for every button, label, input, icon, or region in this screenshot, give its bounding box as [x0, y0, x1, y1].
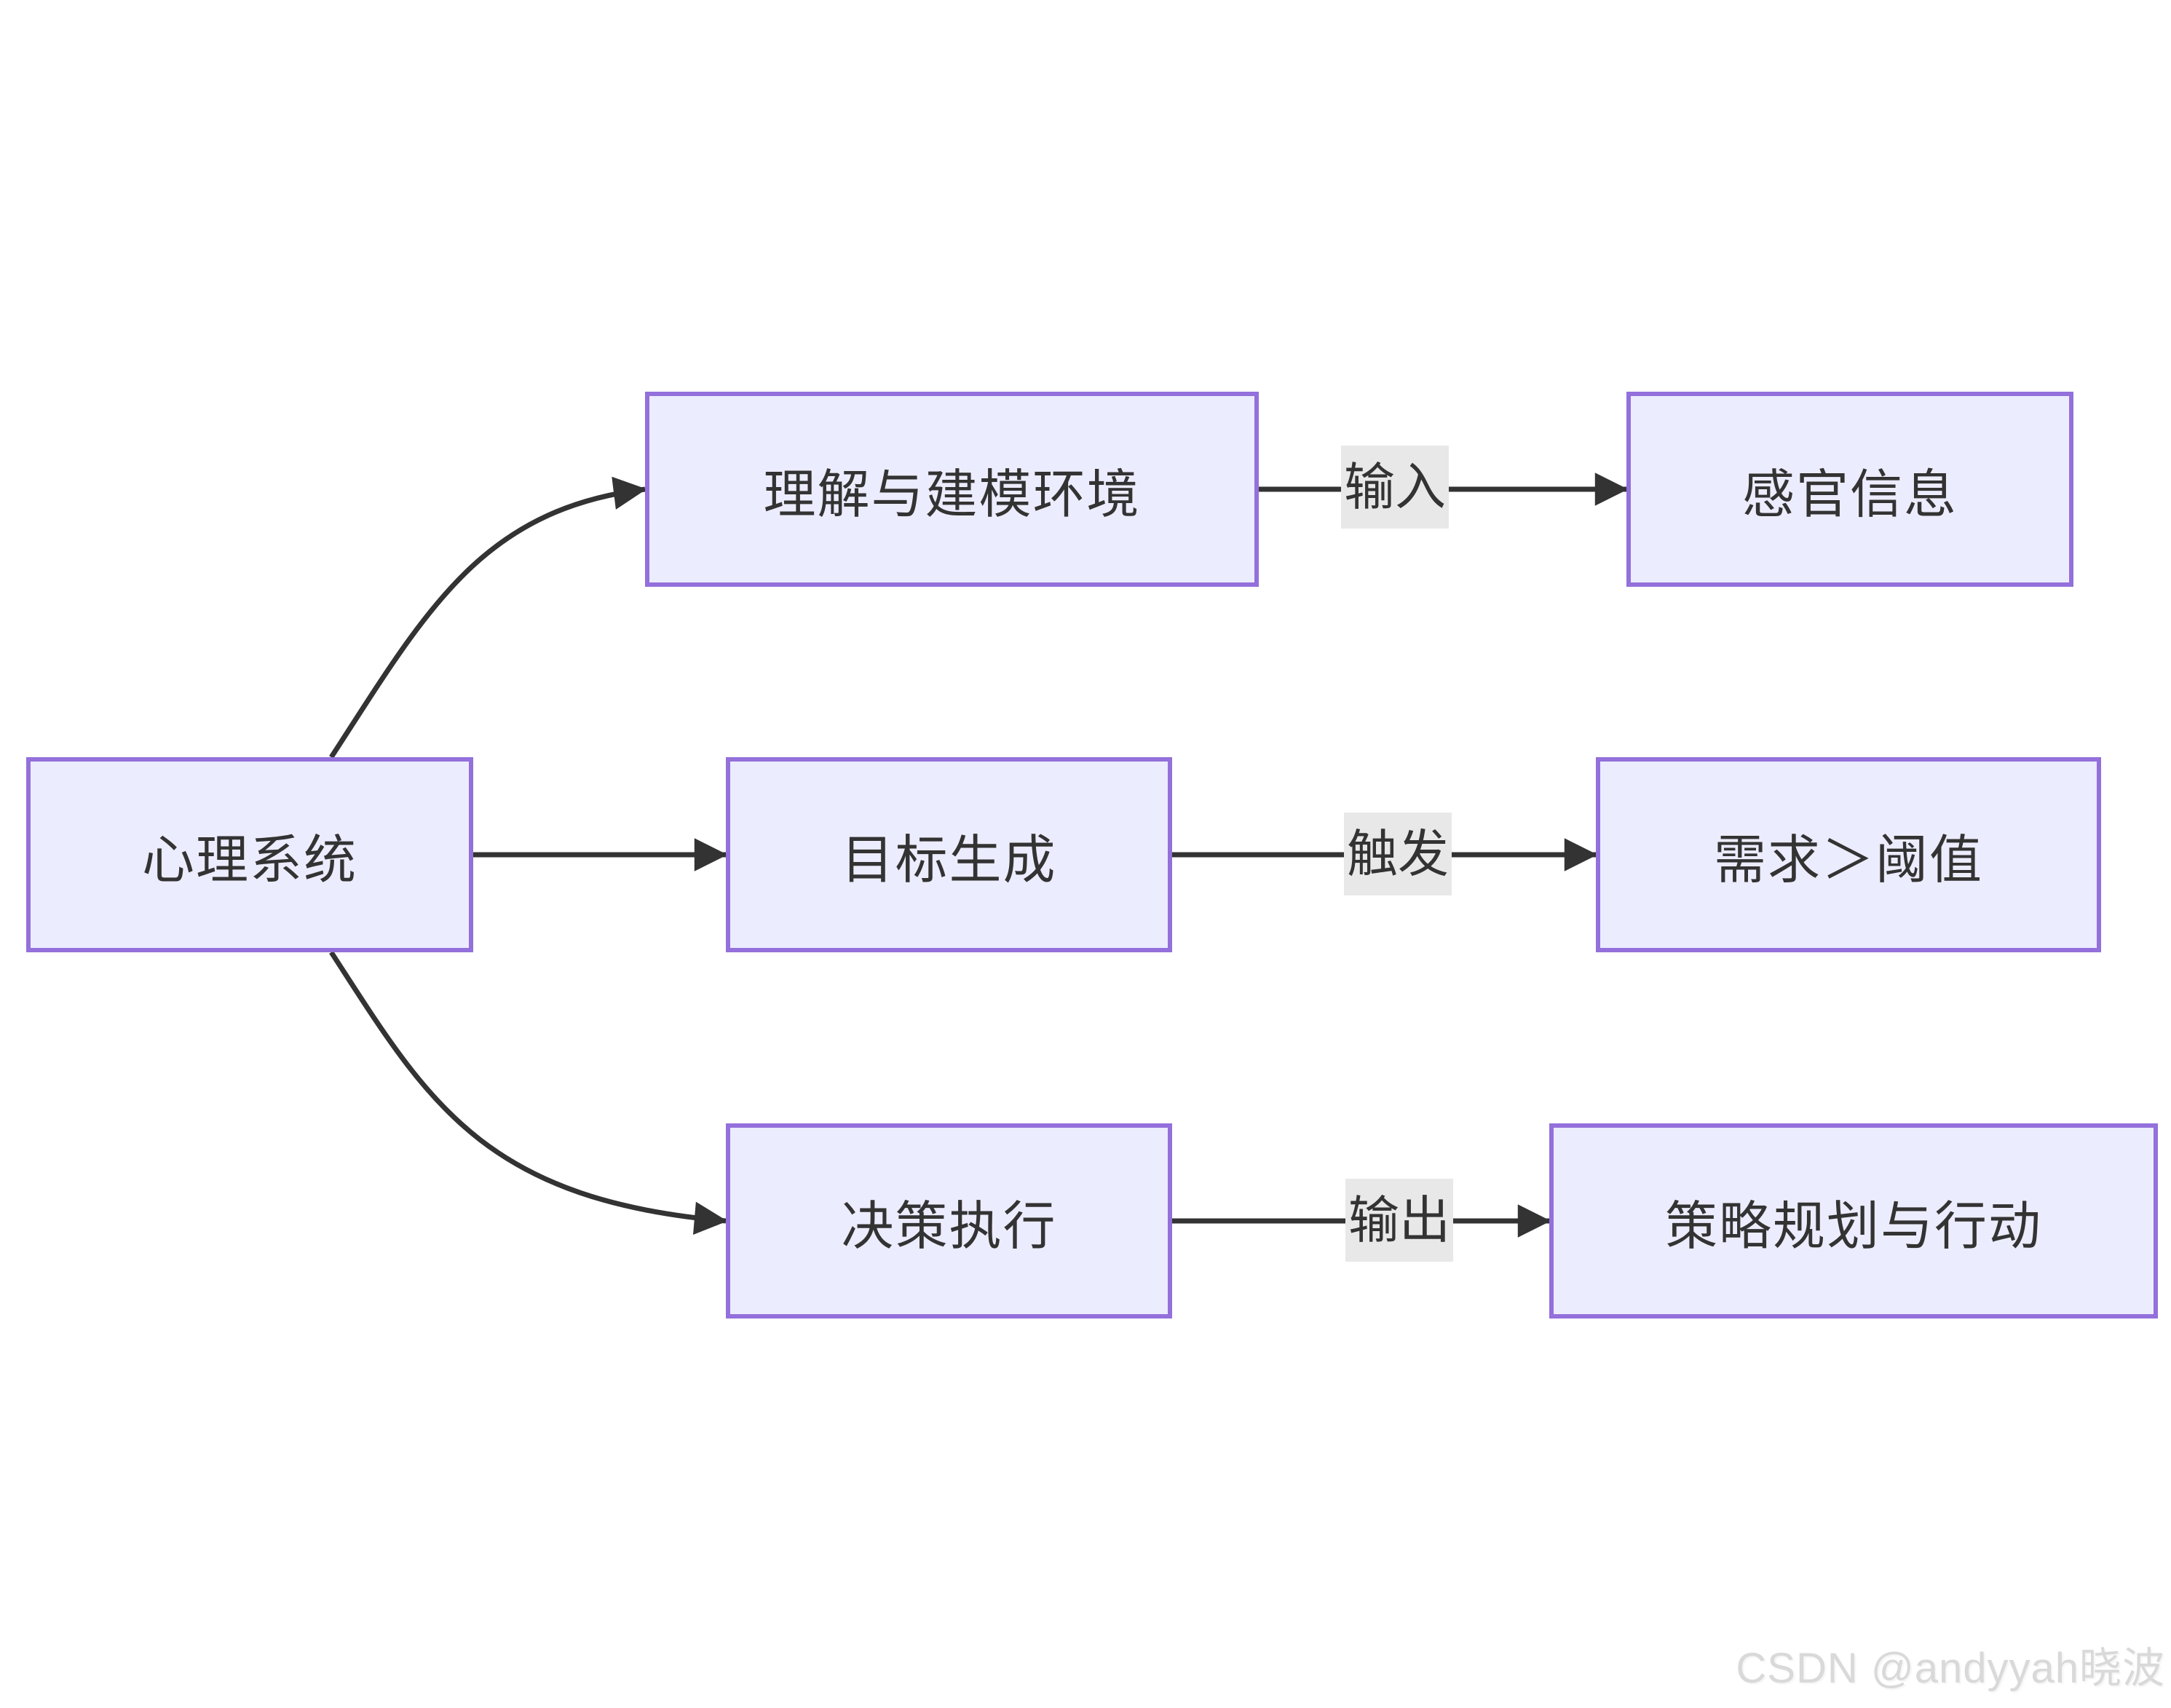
- edge-psych-to-decision: [329, 951, 728, 1235]
- node-sensory-info-label: 感官信息: [1741, 465, 1958, 524]
- node-need-threshold-label: 需求＞阈值: [1713, 831, 1983, 890]
- csdn-watermark: CSDN @andyyah晓波: [1736, 1645, 2165, 1692]
- node-decision-execution-label: 决策执行: [841, 1197, 1057, 1256]
- node-understand-model-env: 理解与建模环境: [645, 392, 1259, 587]
- edge-label-trigger: 触发: [1344, 813, 1452, 895]
- node-strategy-action: 策略规划与行动: [1549, 1123, 2158, 1318]
- node-sensory-info: 感官信息: [1626, 392, 2073, 587]
- edge-label-output: 输出: [1345, 1179, 1453, 1262]
- edge-psych-to-model: [329, 476, 647, 759]
- node-psych-system: 心理系统: [26, 757, 473, 952]
- node-understand-model-env-label: 理解与建模环境: [763, 465, 1141, 524]
- node-goal-generation-label: 目标生成: [841, 831, 1057, 890]
- node-strategy-action-label: 策略规划与行动: [1664, 1197, 2042, 1256]
- edge-label-input: 输入: [1341, 446, 1449, 529]
- node-decision-execution: 决策执行: [726, 1123, 1172, 1318]
- node-psych-system-label: 心理系统: [141, 831, 357, 890]
- node-goal-generation: 目标生成: [726, 757, 1172, 952]
- node-need-threshold: 需求＞阈值: [1596, 757, 2101, 952]
